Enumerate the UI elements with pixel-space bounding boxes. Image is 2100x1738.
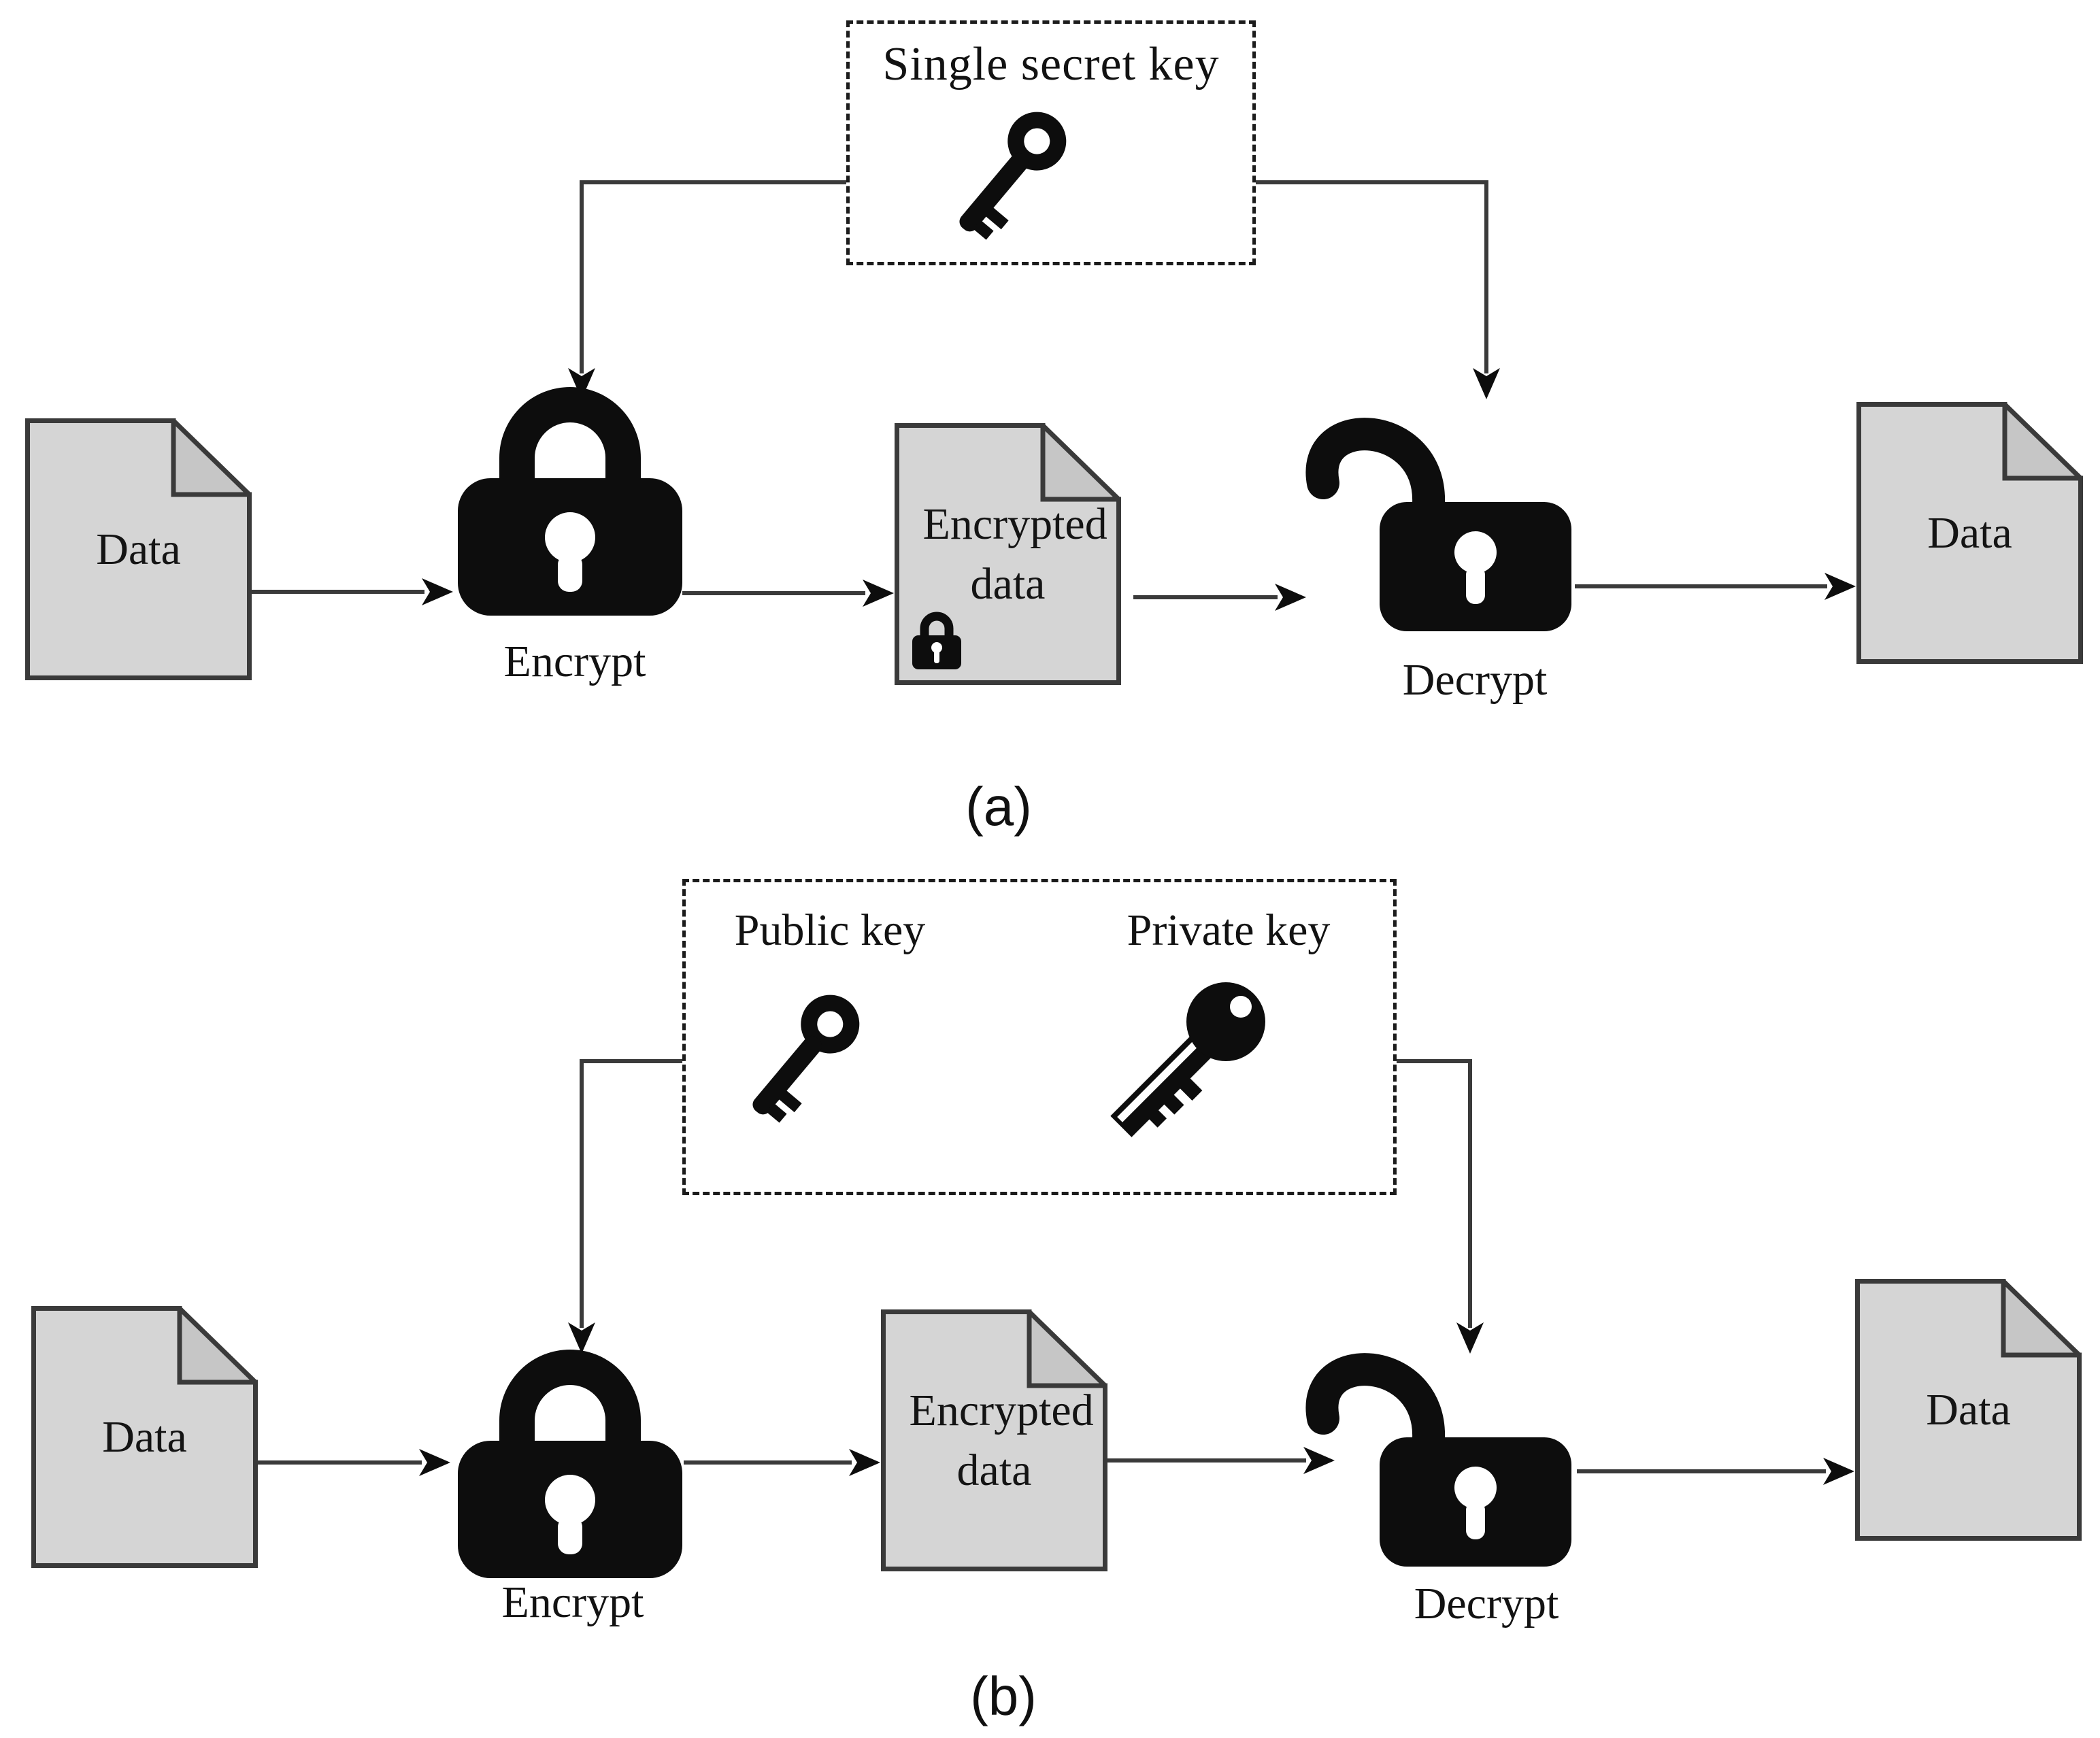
doc-label: Data bbox=[96, 524, 181, 574]
closed-padlock-icon bbox=[454, 386, 686, 618]
arrowhead-right-icon bbox=[1823, 1458, 1854, 1485]
arrowhead-down-icon bbox=[568, 368, 595, 399]
key-to-encrypt-line-b bbox=[580, 1059, 682, 1328]
data-document-output-b: Data bbox=[1855, 1279, 2082, 1541]
arrowhead-right-icon bbox=[863, 580, 894, 607]
arrowhead-down-icon bbox=[1473, 368, 1500, 399]
mini-padlock-icon bbox=[910, 604, 964, 672]
key-to-encrypt-line-a bbox=[580, 180, 846, 373]
doc-label: Data bbox=[1926, 1384, 2011, 1435]
closed-padlock-icon bbox=[454, 1349, 686, 1580]
key-to-decrypt-line-b bbox=[1397, 1059, 1472, 1328]
arrowhead-right-icon bbox=[1275, 584, 1306, 611]
decrypt-label-a: Decrypt bbox=[1402, 655, 1548, 705]
decrypt-label-b: Decrypt bbox=[1414, 1579, 1559, 1628]
arrowhead-down-icon bbox=[568, 1322, 595, 1354]
open-padlock-icon bbox=[1293, 388, 1578, 633]
data-document-input-b: Data bbox=[31, 1306, 258, 1568]
doc-label: Encrypted data bbox=[922, 499, 1107, 609]
encrypt-label-b: Encrypt bbox=[501, 1577, 644, 1627]
panel-a-caption: (a) bbox=[965, 776, 1032, 837]
arrowhead-right-icon bbox=[422, 578, 453, 605]
public-key-icon bbox=[727, 980, 883, 1139]
single-secret-key-label: Single secret key bbox=[882, 38, 1220, 90]
public-private-key-box bbox=[682, 879, 1397, 1195]
open-padlock-icon bbox=[1293, 1323, 1578, 1568]
arrowhead-down-icon bbox=[1456, 1322, 1484, 1354]
private-key-label: Private key bbox=[1127, 905, 1331, 955]
private-key-icon bbox=[1110, 982, 1265, 1150]
arrowhead-right-icon bbox=[849, 1449, 880, 1476]
key-to-decrypt-line-a bbox=[1256, 180, 1488, 373]
data-document-input-a: Data bbox=[25, 418, 252, 680]
arrowhead-right-icon bbox=[419, 1449, 450, 1476]
secret-key-icon bbox=[933, 97, 1090, 256]
encrypted-data-document-a: Encrypted data bbox=[895, 423, 1121, 685]
panel-b-caption: (b) bbox=[970, 1666, 1037, 1726]
doc-label: Encrypted data bbox=[909, 1386, 1094, 1495]
single-secret-key-box: Single secret key bbox=[846, 20, 1256, 265]
arrowhead-right-icon bbox=[1824, 573, 1856, 600]
encrypted-data-document-b: Encrypted data bbox=[881, 1309, 1107, 1571]
public-key-label: Public key bbox=[734, 905, 926, 955]
arrowhead-right-icon bbox=[1303, 1447, 1335, 1474]
doc-label: Data bbox=[1927, 507, 2012, 558]
doc-label: Data bbox=[102, 1411, 187, 1462]
encrypt-label-a: Encrypt bbox=[503, 637, 646, 686]
data-document-output-a: Data bbox=[1856, 402, 2083, 664]
